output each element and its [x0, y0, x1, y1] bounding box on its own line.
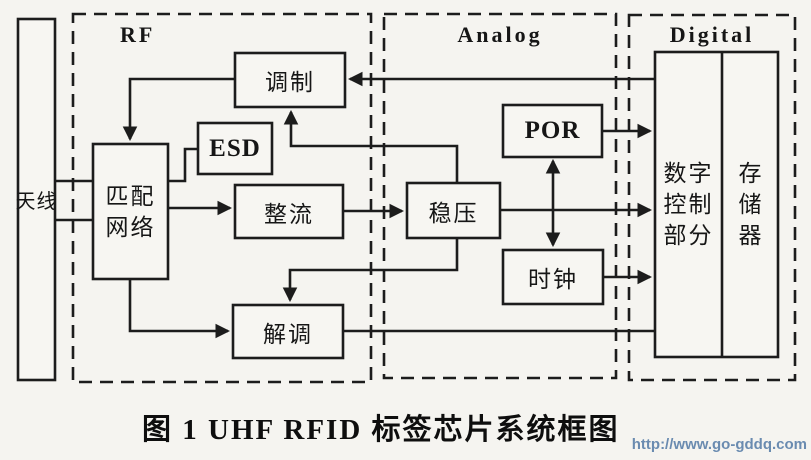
por-label: POR [524, 117, 581, 144]
digital-control-line1: 数字 [663, 161, 714, 186]
rf-region-label: RF [120, 22, 156, 47]
por-box [501, 103, 604, 159]
watermark-url: http://www.go-gddq.com [631, 436, 807, 453]
demodulator-box [231, 303, 345, 360]
regulator-box [405, 181, 502, 240]
antenna-label: 天线 [15, 191, 58, 213]
esd-label: ESD [209, 134, 261, 162]
matching-network-line1: 匹配 [105, 183, 156, 209]
esd-box [196, 121, 274, 176]
memory-label: 存 储 器 [722, 52, 778, 357]
arrow-regulator-to-demodulator [282, 238, 459, 303]
rf-region-border [71, 12, 373, 384]
regulator-label: 稳压 [428, 200, 479, 226]
digital-region-label: Digital [669, 22, 755, 47]
digital-control-line2: 控制 [663, 192, 714, 217]
digital-core-box [653, 50, 780, 359]
matching-network-box [91, 142, 170, 281]
modulator-label: 调制 [265, 70, 315, 95]
digital-region-border [627, 13, 797, 382]
matching-network-label: 匹配 网络 [93, 144, 168, 279]
digital-control-line3: 部分 [663, 223, 714, 248]
demodulator-label: 解调 [263, 321, 313, 347]
rectifier-label: 整流 [264, 201, 314, 227]
arrow-regulator-to-modulator [283, 109, 459, 183]
rectifier-box [233, 183, 345, 240]
digital-control-label: 数字 控制 部分 [655, 52, 722, 357]
analog-region-border [382, 12, 618, 380]
memory-line2: 储 [738, 192, 762, 217]
antenna-box [16, 17, 57, 382]
clock-label: 时钟 [528, 267, 578, 292]
analog-region-label: Analog [457, 22, 543, 47]
modulator-box [233, 51, 347, 109]
memory-line3: 器 [738, 223, 762, 248]
clock-box [501, 248, 605, 306]
figure-caption: 图 1 UHF RFID 标签芯片系统框图 [142, 414, 620, 446]
matching-network-line2: 网络 [105, 214, 156, 240]
memory-line1: 存 [738, 161, 762, 186]
arrow-modulator-to-matching [122, 77, 235, 142]
arrow-matching-to-demodulator [128, 279, 231, 339]
line-matching-to-esd [168, 147, 197, 183]
